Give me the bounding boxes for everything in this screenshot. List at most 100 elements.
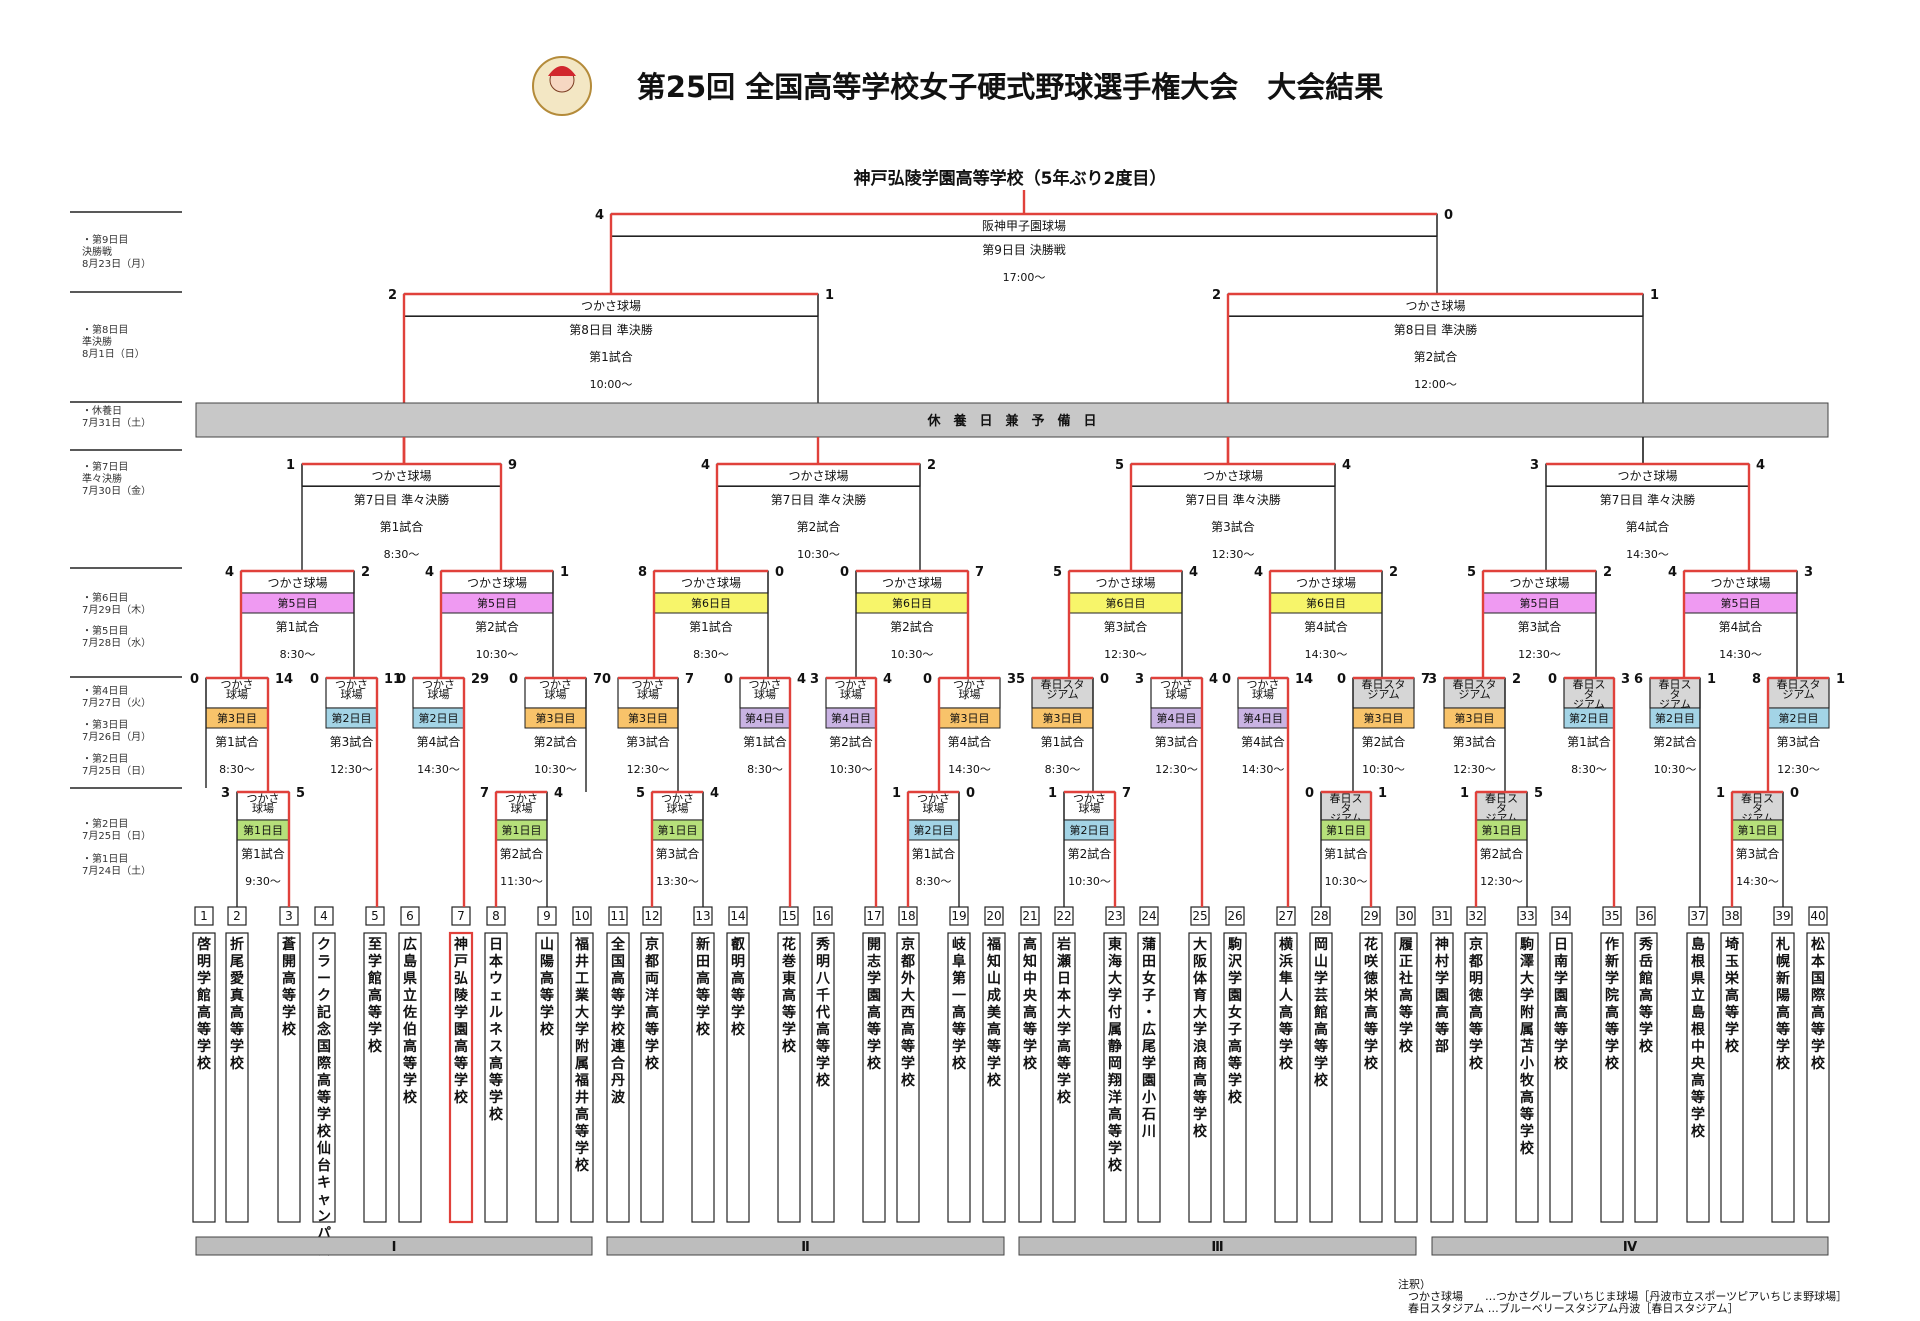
- team-name-box: [448, 931, 474, 1224]
- game-number: 第2試合: [1068, 846, 1112, 861]
- game-venue: つかさ球場: [335, 678, 368, 701]
- team-number-box: [400, 906, 420, 926]
- game-number: 第3試合: [1736, 846, 1780, 861]
- team-number: 30: [1398, 909, 1413, 923]
- team-number: 39: [1775, 909, 1790, 923]
- score-left: 5: [1467, 565, 1476, 580]
- team-name: 日南学園高等学校: [1554, 937, 1569, 1072]
- team-name-box: [398, 932, 422, 1223]
- score-left: 4: [1668, 565, 1677, 580]
- game-day: 第2日目: [332, 711, 372, 725]
- game-day: 第6日目: [1106, 596, 1146, 610]
- game-venue: つかさ球場: [681, 576, 741, 590]
- game-day: 第5日目: [1721, 596, 1761, 610]
- day-label: ・第5日目: [82, 624, 128, 637]
- team-name-box: [192, 932, 216, 1223]
- score-right: 4: [1342, 458, 1351, 473]
- team-name: 大阪体育大学浪商高等学校: [1193, 936, 1208, 1140]
- game-time: 10:30～: [534, 763, 577, 776]
- team-name: 東海大学付属静岡翔洋高等学校: [1107, 936, 1123, 1174]
- game-venue: つかさ球場: [505, 792, 538, 815]
- score-right: 1: [1707, 672, 1716, 687]
- game-time: 8:30～: [916, 875, 952, 888]
- score-left: 3: [1530, 458, 1539, 473]
- team-name-box: [1686, 932, 1710, 1223]
- team-number-box: [1636, 906, 1656, 926]
- day-label: 7月29日（木）: [82, 604, 151, 616]
- game-day: 第5日目: [1520, 596, 1560, 610]
- score-right: 4: [1209, 672, 1218, 687]
- team-name: 秀明八千代高等学校: [815, 936, 831, 1089]
- team-name-box: [1600, 932, 1624, 1223]
- game-day: 第2日目: [1569, 711, 1609, 725]
- game-day: 第1日目: [1738, 823, 1778, 837]
- game-day: 第2日目: [1779, 711, 1819, 725]
- team-name-box: [862, 932, 886, 1223]
- score-right: 1: [825, 288, 834, 303]
- team-number-box: [1020, 906, 1040, 926]
- team-name: 横浜隼人高等学校: [1278, 936, 1294, 1072]
- team-name: 叡明高等学校: [730, 936, 746, 1038]
- score-left: 3: [1135, 672, 1144, 687]
- team-name-box: [1137, 932, 1161, 1223]
- game-day: 第3日目: [950, 711, 990, 725]
- game-number: 第4試合: [1719, 619, 1763, 634]
- team-name-box: [535, 932, 559, 1223]
- score-left: 4: [225, 565, 234, 580]
- team-number-box: [984, 906, 1004, 926]
- team-number: 7: [457, 909, 465, 923]
- block-bar: [195, 1236, 593, 1256]
- team-name: 蒲田女子・広尾学園小石川: [1141, 936, 1156, 1140]
- game-time: 12:30～: [1480, 875, 1523, 888]
- day-label: ・第1日目: [82, 852, 128, 865]
- team-name-box: [811, 932, 835, 1223]
- team-name-box: [1223, 932, 1247, 1223]
- team-number: 2: [233, 909, 241, 923]
- game-venue: つかさ球場: [371, 469, 431, 483]
- team-name-box: [1549, 932, 1573, 1223]
- score-left: 3: [1428, 672, 1437, 687]
- game-day: 第1日目: [502, 823, 542, 837]
- score-left: 0: [190, 672, 199, 687]
- game-number: 第2試合: [890, 619, 934, 634]
- game-day: 第2日目: [1655, 711, 1695, 725]
- day-label: ・第7日目: [82, 460, 128, 473]
- game-number: 第4試合: [1241, 734, 1285, 749]
- game-number: 第2試合: [829, 734, 873, 749]
- team-name-box: [1018, 932, 1042, 1223]
- team-name: 福井工業大学附属福井高等学校: [574, 936, 590, 1174]
- day-label: ・第2日目: [82, 752, 128, 765]
- team-number: 8: [492, 909, 500, 923]
- score-left: 1: [1048, 786, 1057, 801]
- game-venue: 春日スタジアム: [1362, 678, 1406, 701]
- game-venue: つかさ球場: [632, 678, 665, 701]
- day-label: 7月27日（火）: [82, 697, 151, 709]
- score-left: 0: [310, 672, 319, 687]
- game-time: 9:30～: [245, 875, 281, 888]
- game-time: 10:30～: [830, 763, 873, 776]
- team-number: 10: [574, 909, 589, 923]
- game-venue: つかさ球場: [539, 678, 572, 701]
- team-name: 埼玉栄高等学校: [1724, 936, 1740, 1055]
- game-time: 14:30～: [1736, 875, 1779, 888]
- day-label: 決勝戦: [82, 245, 112, 258]
- game-venue: つかさ球場: [1296, 576, 1356, 590]
- team-name-box: [896, 932, 920, 1223]
- score-right: 4: [1756, 458, 1765, 473]
- score-right: 14: [1295, 672, 1313, 687]
- game-time: 8:30～: [1045, 763, 1081, 776]
- team-number-box: [1688, 906, 1708, 926]
- score-right: 1: [560, 565, 569, 580]
- game-day: 第1日目: [1482, 823, 1522, 837]
- game-day: 第8日目 準決勝: [1394, 322, 1477, 337]
- score-left: 1: [892, 786, 901, 801]
- game-number: 第2試合: [475, 619, 519, 634]
- game-number: 第3試合: [626, 734, 670, 749]
- game-venue-box: [1731, 791, 1784, 821]
- score-left: 2: [388, 288, 397, 303]
- game-day: 第4日目: [745, 711, 785, 725]
- score-right: 11: [384, 672, 402, 687]
- team-number: 18: [900, 909, 915, 923]
- team-name: 全国高等学校連合丹波: [610, 936, 626, 1106]
- game-venue: つかさ球場: [1710, 576, 1770, 590]
